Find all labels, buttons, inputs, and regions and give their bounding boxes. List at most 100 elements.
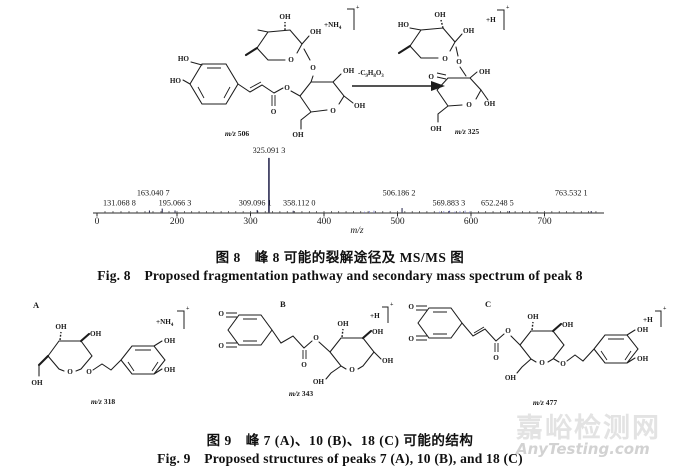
atom-label-oh: OH xyxy=(479,68,491,76)
fig9-caption-zh: 图 9 峰 7 (A)、10 (B)、18 (C) 可能的结构 xyxy=(206,433,474,448)
hashed-bond xyxy=(531,321,534,331)
charge-label: + xyxy=(356,5,360,11)
structure-letter: C xyxy=(485,299,491,309)
atom-label-o: O xyxy=(301,361,307,369)
double-bond xyxy=(127,349,159,372)
atom-label-glyco-o: O xyxy=(86,368,92,376)
atom-label-o: O xyxy=(218,342,224,350)
atom-label-oh: OH xyxy=(562,321,574,329)
double-bond xyxy=(416,305,632,361)
atom-label-oh: OH xyxy=(90,330,102,338)
axis-tick-label: 700 xyxy=(537,217,552,227)
ion-bracket xyxy=(347,8,355,30)
adduct-label: +H xyxy=(486,16,496,24)
wedge-bond xyxy=(551,322,563,333)
watermark-cn: 嘉峪检测网 xyxy=(516,413,661,443)
atom-label-ring-o: O xyxy=(466,101,472,109)
hashed-bond xyxy=(440,19,444,29)
spectrum-peak-label: 309.096 1 xyxy=(239,199,272,208)
atom-label-oh: OH xyxy=(292,131,304,139)
double-bond xyxy=(197,67,276,106)
spectrum-peak-label: 652.248 5 xyxy=(481,199,514,208)
axis-tick-label: 400 xyxy=(317,217,332,227)
spectrum-peak-label: 358.112 0 xyxy=(283,199,315,208)
atom-label-glyco-o: O xyxy=(456,58,462,66)
spectrum-peak-label: 506.186 2 xyxy=(383,189,416,198)
atom-label-oh: OH xyxy=(55,323,67,331)
spectrum-peak-label: 763.532 1 xyxy=(555,189,588,198)
bond xyxy=(409,27,489,123)
spectrum-peak-label: 195.066 3 xyxy=(159,199,192,208)
charge-label: + xyxy=(506,5,510,11)
axis-tick-label: 200 xyxy=(170,217,185,227)
atom-label-ho: HO xyxy=(178,55,190,63)
atom-label-ho: HO xyxy=(170,77,182,85)
atom-label-oh: OH xyxy=(310,28,322,36)
fig8-arrow: -C9H8O3 xyxy=(352,69,445,91)
axis-tick-label: 600 xyxy=(464,217,479,227)
atom-label-glyco-o: O xyxy=(560,360,566,368)
adduct-label: +NH4 xyxy=(156,318,174,328)
charge-label: + xyxy=(663,306,667,312)
arrow-head xyxy=(431,81,445,91)
ion-bracket xyxy=(382,306,389,323)
atom-label-oh: OH xyxy=(430,125,442,133)
fig8-caption-en: Fig. 8 Proposed fragmentation pathway an… xyxy=(97,268,583,283)
structure-letter: B xyxy=(280,299,286,309)
fig9-caption-en: Fig. 9 Proposed structures of peaks 7 (A… xyxy=(157,451,523,466)
ion-bracket xyxy=(497,9,505,30)
atom-label-keto-o: O xyxy=(428,73,434,81)
atom-label-o: O xyxy=(313,334,319,342)
fig8-caption-zh: 图 8 峰 8 可能的裂解途径及 MS/MS 图 xyxy=(215,250,465,265)
atom-label-oh: OH xyxy=(434,11,446,19)
structure-letter: A xyxy=(33,300,40,310)
bond xyxy=(182,29,354,130)
adduct-label: +H xyxy=(370,312,380,320)
atom-label-oh: OH xyxy=(343,67,355,75)
watermark: 嘉峪检测网 AnyTesting.com xyxy=(516,414,680,458)
atom-label-oh: OH xyxy=(164,366,176,374)
atom-label-oh: OH xyxy=(463,27,475,35)
atom-label-o: O xyxy=(271,108,277,116)
double-bond xyxy=(226,312,307,359)
atom-label-oh: OH xyxy=(354,102,366,110)
atom-label-oh: OH xyxy=(382,357,394,365)
bond xyxy=(227,314,382,380)
atom-label-ring-o: O xyxy=(67,368,73,376)
bond xyxy=(417,307,639,374)
atom-label-oh: OH xyxy=(164,337,176,345)
atom-label-ring-o: O xyxy=(330,107,336,115)
bond xyxy=(38,340,166,377)
atom-label-ring-o: O xyxy=(349,366,355,374)
atom-label-oh: OH xyxy=(637,326,649,334)
spectrum-peak-label: 325.091 3 xyxy=(253,146,286,155)
spectrum-peak-label: 569.883 3 xyxy=(432,199,465,208)
atom-label-oh: OH xyxy=(637,355,649,363)
charge-label: + xyxy=(186,306,190,312)
atom-label-oh: OH xyxy=(527,313,539,321)
axis-tick-label: 0 xyxy=(95,217,100,227)
atom-label-oh: OH xyxy=(505,374,517,382)
atom-label-o: O xyxy=(408,335,414,343)
atom-label-oh: OH xyxy=(313,378,325,386)
x-axis-label: m/z xyxy=(350,226,364,236)
hashed-bond xyxy=(341,328,344,338)
atom-label-o: O xyxy=(505,327,511,335)
atom-label-o: O xyxy=(284,84,290,92)
atom-label-o: O xyxy=(493,354,499,362)
watermark-url: AnyTesting.com xyxy=(516,440,650,459)
atom-label-oh: OH xyxy=(31,379,43,387)
ion-bracket xyxy=(655,310,662,327)
axis-tick-label: 300 xyxy=(243,217,258,227)
